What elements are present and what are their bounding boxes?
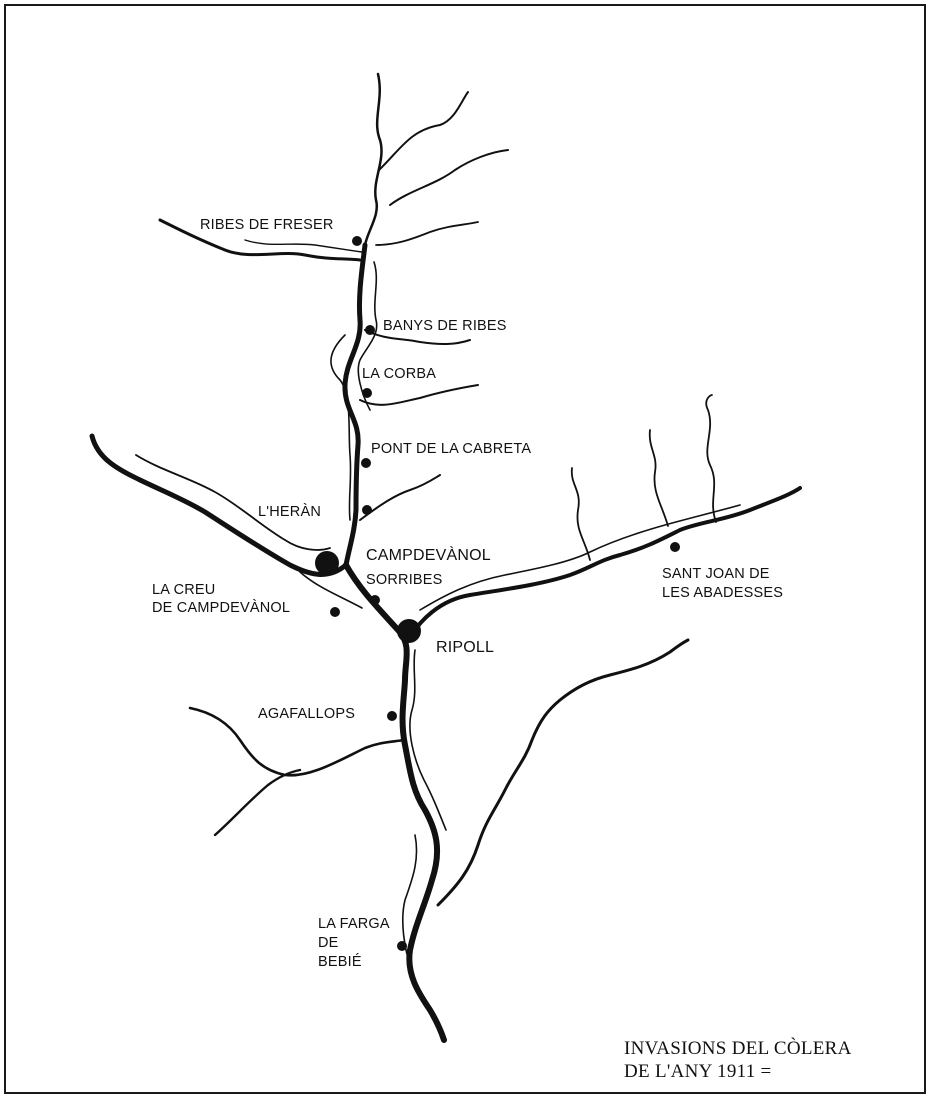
label-la-farga-1: LA FARGA: [318, 916, 390, 932]
river-east-trib-3: [705, 394, 717, 523]
dot-la-farga: [397, 941, 407, 951]
dot-l-heran: [362, 505, 372, 515]
dot-la-creu: [330, 607, 340, 617]
river-east-trib-1: [570, 467, 591, 561]
dot-campdevanol: [315, 551, 339, 575]
river-agafallops-trib-2: [213, 768, 302, 837]
river-ribes-east: [375, 221, 479, 246]
label-sant-joan-1: SANT JOAN DE: [662, 566, 770, 582]
river-corba-trib: [359, 384, 479, 406]
river-banys-trib: [364, 329, 471, 346]
legend-line-2: DE L'ANY 1911 =: [624, 1061, 772, 1082]
label-ripoll: RIPOLL: [436, 639, 494, 656]
river-freser-bank: [357, 261, 378, 411]
label-la-farga-2: DE: [318, 935, 339, 951]
label-la-corba: LA CORBA: [362, 366, 436, 382]
river-freser-upper-branch-2: [389, 149, 509, 206]
legend-line-1: INVASIONS DEL CÒLERA: [624, 1037, 852, 1059]
river-west-bank: [135, 454, 331, 551]
river-ribes-west: [158, 218, 362, 262]
river-west-main: [89, 433, 349, 577]
label-banys-de-ribes: BANYS DE RIBES: [383, 318, 507, 334]
label-sant-joan-2: LES ABADESSES: [662, 585, 783, 601]
label-pont-de-la-cabreta: PONT DE LA CABRETA: [371, 441, 531, 457]
river-ter-bank-2: [402, 834, 418, 971]
river-west-bank-2: [299, 571, 363, 609]
dot-agafallops: [387, 711, 397, 721]
label-la-creu-2: DE CAMPDEVÀNOL: [152, 599, 290, 616]
label-la-creu-1: LA CREU: [152, 582, 215, 598]
river-ter-bank: [409, 649, 447, 831]
label-l-heran: L'HERÀN: [258, 503, 321, 520]
river-freser-upper: [363, 72, 383, 247]
river-freser-main: [342, 242, 368, 568]
dot-ripoll: [397, 619, 421, 643]
label-ribes-de-freser: RIBES DE FRESER: [200, 217, 334, 233]
dot-banys-de-ribes: [365, 325, 375, 335]
dot-sant-joan: [670, 542, 680, 552]
river-east-main: [406, 486, 802, 642]
river-ter-east-trib: [436, 638, 690, 907]
label-sorribes: SORRIBES: [366, 572, 443, 588]
dot-la-corba: [362, 388, 372, 398]
river-cabreta-trib: [359, 474, 441, 521]
label-campdevanol: CAMPDEVÀNOL: [366, 545, 491, 564]
river-freser-upper-branch: [378, 91, 469, 171]
label-la-farga-3: BEBIÉ: [318, 953, 362, 970]
dot-sorribes: [370, 595, 380, 605]
river-east-bank: [419, 504, 741, 611]
river-ribes-west-bank: [244, 239, 363, 253]
dot-ribes-de-freser: [352, 236, 362, 246]
map-frame: [4, 4, 926, 1094]
label-agafallops: AGAFALLOPS: [258, 706, 355, 722]
river-freser-bank-2: [330, 334, 352, 521]
dot-pont-de-la-cabreta: [361, 458, 371, 468]
river-east-trib-2: [648, 429, 669, 527]
